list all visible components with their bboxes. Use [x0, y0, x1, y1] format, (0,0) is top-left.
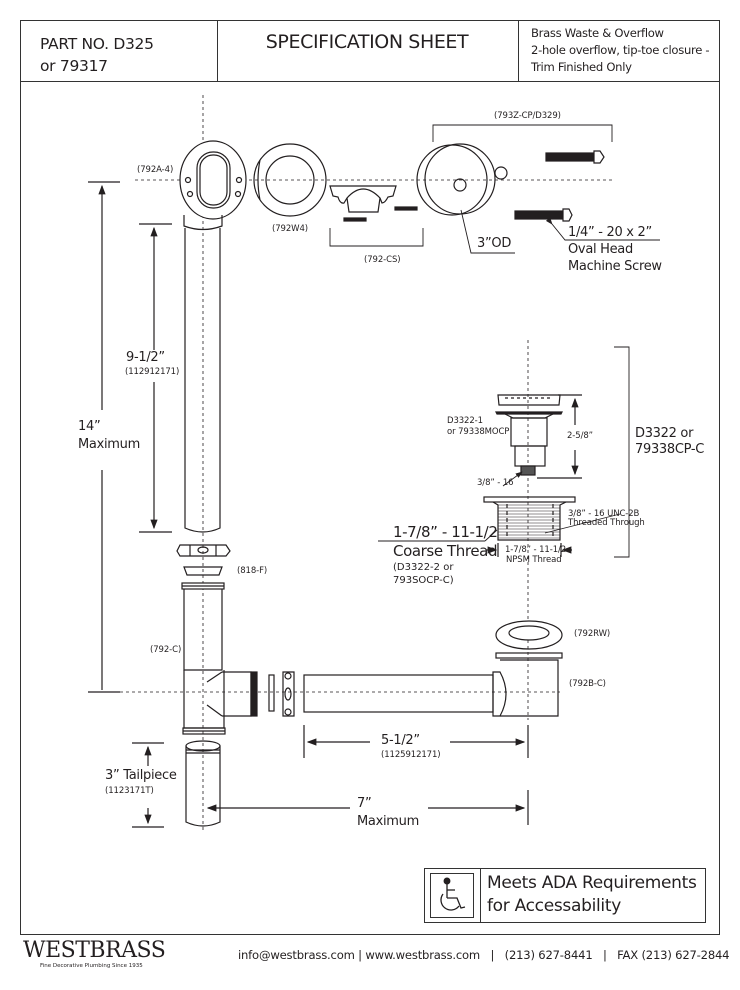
slip-nut	[176, 544, 231, 576]
part-number-line2: or 79317	[40, 57, 108, 75]
max-height-value: 14”	[78, 419, 101, 434]
shoe-tube	[303, 652, 563, 717]
dim-shoe-tube-part: (1125912171)	[381, 750, 441, 760]
stopper-part-line: D3322-1	[447, 416, 483, 426]
stopper-part-line: or 79338MOCP	[447, 427, 510, 437]
through-thread-line: 3/8” - 16 UNC-2B	[568, 509, 640, 519]
tailpiece	[132, 740, 221, 828]
dim-tailpiece-part: (1123171T)	[105, 786, 154, 796]
dimension-5-1-2	[303, 725, 529, 758]
description-line: 2-hole overflow, tip-toe closure -	[531, 43, 710, 57]
sheet-frame	[20, 20, 720, 935]
max-height-label: Maximum	[78, 437, 140, 452]
page-title: SPECIFICATION SHEET	[265, 31, 469, 53]
npsm-line: NPSM Thread	[506, 555, 562, 565]
screws	[514, 150, 660, 241]
overflow-gasket	[253, 143, 327, 217]
wheelchair-icon	[430, 873, 474, 918]
contact-info: info@westbrass.com | www.westbrass.com |…	[238, 948, 730, 962]
coarse-thread-line: Coarse Thread	[393, 542, 498, 560]
header-column-divider	[217, 20, 218, 82]
max-length-label: Maximum	[357, 814, 419, 829]
dim-overflow-tube: 9-1/2”	[126, 350, 165, 365]
npsm-line: 1-7/8” - 11-1/2	[505, 545, 567, 555]
dim-max-height: 14” Maximum	[78, 418, 140, 454]
label-nut-washer: (818-F)	[237, 566, 268, 576]
dim-overflow-tube-part: (112912171)	[125, 367, 180, 377]
ada-compliance-box	[424, 868, 706, 923]
label-stopper-part: D3322-1 or 79338MOCP	[447, 416, 509, 438]
dim-tailpiece: 3” Tailpiece	[105, 768, 177, 783]
description-line: Trim Finished Only	[531, 60, 632, 74]
screw-spec: 1/4” - 20 x 2”	[568, 225, 652, 240]
screw-type: Machine Screw	[568, 259, 662, 274]
assembly-line: 79338CP-C	[635, 442, 705, 457]
assembly-line: D3322 or	[635, 426, 694, 441]
dimension-14-max	[88, 181, 120, 693]
label-coarse-part: (D3322-2 or 793SOCP-C)	[393, 561, 454, 587]
label-npsm-thread: 1-7/8” - 11-1/2 NPSM Thread	[505, 545, 566, 565]
assembly-bracket	[614, 346, 630, 558]
ada-line: Meets ADA Requirements	[487, 873, 697, 893]
max-length-value: 7”	[357, 796, 372, 811]
dim-shoe-tube: 5-1/2”	[381, 733, 420, 748]
ada-line: for Accessability	[487, 896, 621, 916]
rubber-washer	[495, 620, 563, 650]
label-assembly: D3322 or 79338CP-C	[635, 426, 704, 458]
coarse-part-line: (D3322-2 or	[393, 562, 454, 573]
coarse-part-line: 793SOCP-C)	[393, 575, 454, 586]
clip-set	[329, 185, 424, 247]
brand-logo: WESTBRASS	[23, 938, 166, 963]
label-stud-thread: 3/8” - 16	[477, 478, 514, 488]
dimension-9-1-2	[139, 223, 172, 533]
overflow-elbow	[179, 140, 247, 533]
product-description: Brass Waste & Overflow 2-hole overflow, …	[531, 25, 710, 76]
label-screw: 1/4” - 20 x 2” Oval Head Machine Screw	[568, 224, 662, 275]
through-thread-line: Threaded Through	[568, 518, 645, 528]
coarse-thread-line: 1-7/8” - 11-1/2	[393, 523, 498, 541]
label-tee: (792-C)	[150, 645, 182, 655]
part-number-line1: PART NO. D325	[40, 35, 154, 53]
label-clip-set: (792-CS)	[364, 255, 401, 265]
label-stopper-height: 2-5/8”	[567, 431, 593, 441]
dimension-7-max	[206, 790, 529, 825]
drain-flange	[378, 496, 621, 557]
brand-tagline: Fine Decorative Plumbing Since 1935	[40, 963, 143, 969]
label-faceplate-od: 3”OD	[477, 236, 512, 251]
label-drain-body: (792B-C)	[569, 679, 606, 689]
stopper	[495, 394, 582, 487]
header-column-divider	[518, 20, 519, 82]
dim-max-length: 7” Maximum	[357, 795, 419, 831]
label-rubber-washer: (792RW)	[574, 629, 611, 639]
label-coarse-thread: 1-7/8” - 11-1/2 Coarse Thread	[393, 523, 498, 561]
label-overflow-elbow: (792A-4)	[137, 165, 174, 175]
header-divider	[20, 81, 720, 82]
screw-type: Oval Head	[568, 242, 633, 257]
ada-separator	[480, 868, 481, 923]
overflow-faceplate	[416, 143, 515, 254]
label-through-thread: 3/8” - 16 UNC-2B Threaded Through	[568, 510, 645, 528]
label-faceplate: (793Z-CP/D329)	[494, 111, 561, 121]
label-gasket: (792W4)	[272, 224, 308, 234]
waste-tee	[181, 582, 295, 735]
ada-text: Meets ADA Requirements for Accessability	[487, 872, 697, 918]
part-number: PART NO. D325 or 79317	[40, 33, 154, 77]
description-line: Brass Waste & Overflow	[531, 26, 664, 40]
